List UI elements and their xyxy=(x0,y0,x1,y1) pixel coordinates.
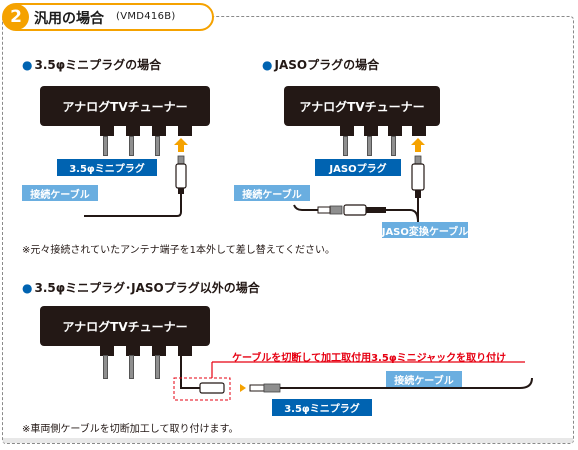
insert-arrow-icon xyxy=(411,138,425,152)
label-mini-plug-3: 3.5φミニプラグ xyxy=(272,399,372,416)
tuner-box-3: アナログTVチューナー xyxy=(40,306,210,346)
antenna-pin xyxy=(103,355,108,379)
insert-arrow-icon xyxy=(240,384,246,392)
label-cut-instruction: ケーブルを切断して加工取付用3.5φミニジャックを取り付け xyxy=(232,353,507,364)
label-jaso-plug: JASOプラグ xyxy=(315,159,401,176)
antenna-pin xyxy=(129,136,134,156)
section-model: (VMD416B) xyxy=(116,11,176,22)
label-jaso-adapter: JASO変換ケーブル xyxy=(382,222,468,238)
antenna-pin xyxy=(155,355,160,379)
antenna-pin xyxy=(129,355,134,379)
heading-other-plug: ●3.5φミニプラグ･JASOプラグ以外の場合 xyxy=(22,281,260,295)
antenna-pin xyxy=(155,136,160,156)
label-cable-1: 接続ケーブル xyxy=(22,185,98,201)
label-cable-3: 接続ケーブル xyxy=(386,371,462,387)
section-number-badge: 2 xyxy=(3,4,29,30)
heading-mini-plug: ●3.5φミニプラグの場合 xyxy=(22,58,162,72)
antenna-pin xyxy=(103,136,108,156)
tuner-box-2: アナログTVチューナー xyxy=(284,86,440,126)
insert-arrow-icon xyxy=(174,138,188,152)
tuner-box-1: アナログTVチューナー xyxy=(40,86,210,126)
section-title: 汎用の場合 xyxy=(34,11,104,27)
tuner-ports-1 xyxy=(40,126,210,140)
antenna-pin xyxy=(391,136,396,156)
label-cable-2: 接続ケーブル xyxy=(234,185,310,201)
tuner-ports-3 xyxy=(40,346,210,358)
antenna-pin xyxy=(367,136,372,156)
note-2: ※車両側ケーブルを切断加工して取り付けます。 xyxy=(22,424,239,435)
label-mini-plug-1: 3.5φミニプラグ xyxy=(57,159,157,176)
note-1: ※元々接続されていたアンテナ端子を1本外して差し替えてください。 xyxy=(22,245,335,256)
heading-jaso-plug: ●JASOプラグの場合 xyxy=(262,58,380,72)
section-frame xyxy=(2,16,574,444)
antenna-pin xyxy=(343,136,348,156)
tuner-ports-2 xyxy=(284,126,440,140)
section-tab xyxy=(2,3,214,31)
